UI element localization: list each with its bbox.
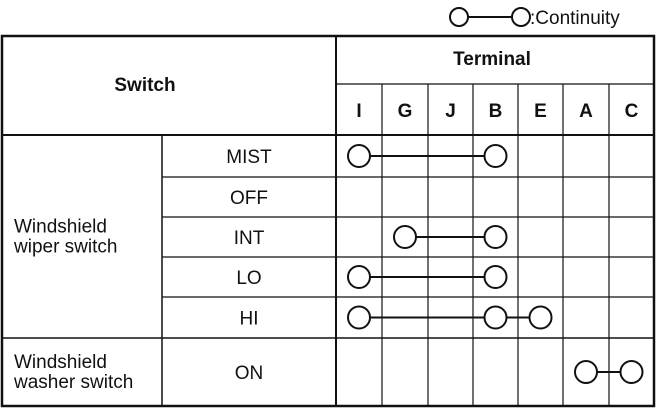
terminal-label-C: C [625, 101, 639, 122]
continuity-node-mist-I [347, 144, 371, 168]
continuity-int [393, 225, 508, 249]
legend-circle-left [449, 7, 469, 27]
continuity-node-on-C [619, 360, 644, 384]
switch-group-name-1-line-1: washer switch [13, 372, 133, 393]
continuity-marks [347, 144, 644, 384]
continuity-node-on-A [574, 360, 598, 384]
continuity-node-int-B [483, 225, 508, 249]
continuity-lo [347, 265, 508, 289]
position-label-lo: LO [236, 268, 261, 289]
continuity-node-hi-I [347, 305, 371, 330]
terminal-header: Terminal [453, 49, 531, 70]
continuity-hi [347, 305, 553, 330]
terminal-label-B: B [489, 101, 503, 122]
continuity-node-hi-B [483, 305, 508, 330]
terminal-label-G: G [398, 101, 413, 122]
continuity-mist [347, 144, 508, 168]
terminal-label-E: E [534, 101, 547, 122]
continuity-node-lo-I [347, 265, 371, 289]
continuity-node-hi-E [528, 305, 553, 330]
continuity-on [574, 360, 644, 384]
position-rows: MIST OFF INT LO HI ON [162, 147, 654, 384]
switch-group-name-1-line-0: Windshield [14, 352, 107, 373]
terminal-label-A: A [579, 101, 593, 122]
position-label-mist: MIST [226, 147, 272, 168]
continuity-node-mist-B [483, 144, 508, 168]
legend-circle-right [511, 7, 531, 27]
continuity-node-lo-B [483, 265, 508, 289]
continuity-node-int-G [393, 225, 417, 249]
position-label-on: ON [235, 363, 264, 384]
terminal-label-I: I [356, 101, 361, 122]
switch-group-name-0-line-0: Windshield [14, 217, 107, 238]
terminal-label-J: J [445, 101, 456, 122]
legend: :Continuity [449, 7, 620, 29]
position-label-hi: HI [240, 309, 259, 330]
switch-group-name-0-line-1: wiper switch [13, 237, 117, 258]
legend-label: :Continuity [530, 8, 620, 29]
switch-header: Switch [114, 75, 175, 96]
position-label-off: OFF [230, 188, 268, 209]
table-border [0, 34, 656, 408]
position-label-int: INT [234, 228, 265, 249]
